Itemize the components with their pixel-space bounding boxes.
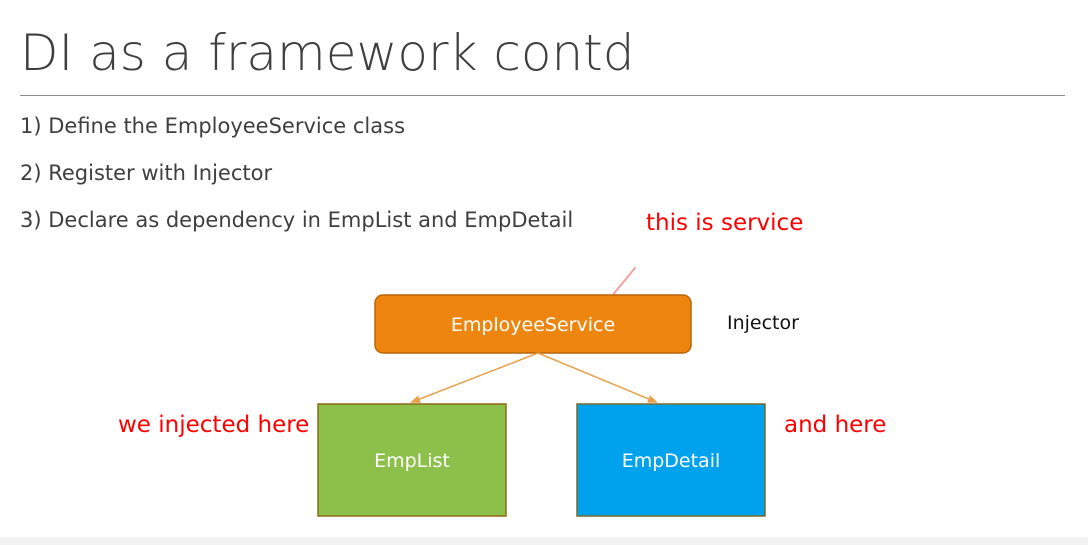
arrow-to-emplist xyxy=(410,352,539,403)
step-item: 2) Register with Injector xyxy=(20,161,273,185)
employee-service-rect xyxy=(374,294,692,354)
employee-service-label: EmployeeService xyxy=(451,314,615,336)
title-divider xyxy=(20,95,1065,96)
injector-label: Injector xyxy=(727,312,799,334)
left-note: we injected here xyxy=(118,412,310,438)
service-note: this is service xyxy=(646,210,804,236)
empdetail-box: EmpDetail xyxy=(576,403,766,517)
empdetail-rect xyxy=(576,403,766,517)
bottom-band xyxy=(0,537,1088,545)
right-note: and here xyxy=(784,412,887,438)
empdetail-label: EmpDetail xyxy=(622,450,721,472)
emplist-label: EmpList xyxy=(374,450,450,472)
step-item: 3) Declare as dependency in EmpList and … xyxy=(20,208,574,232)
slide-title: DI as a framework contd xyxy=(20,24,635,82)
step-item: 1) Define the EmployeeService class xyxy=(20,114,406,138)
employee-service-box: EmployeeService xyxy=(374,294,692,354)
steps-list: 1) Define the EmployeeService class 2) R… xyxy=(20,110,573,251)
arrow-to-empdetail xyxy=(537,352,658,403)
emplist-rect xyxy=(317,403,507,517)
emplist-box: EmpList xyxy=(317,403,507,517)
